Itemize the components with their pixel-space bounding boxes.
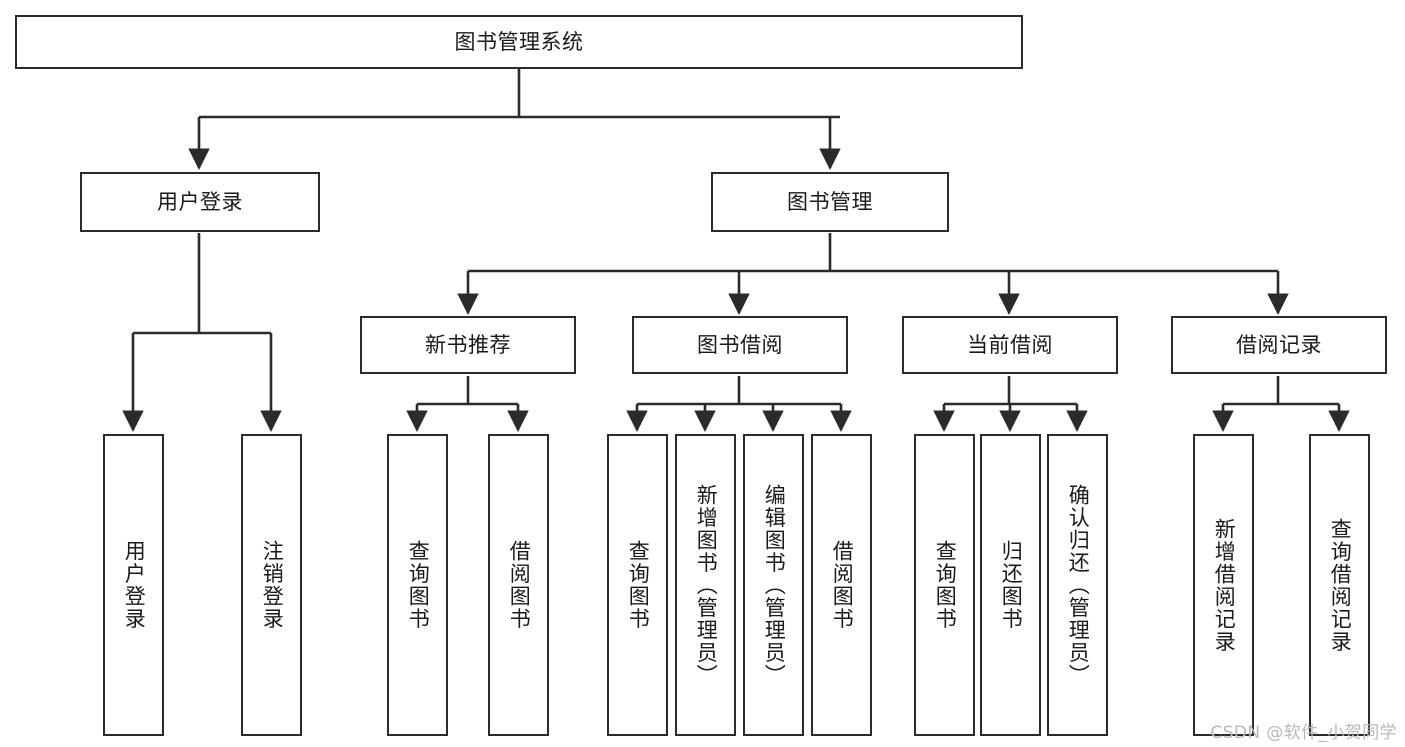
node-new-book-recommend-label: 新书推荐 (425, 332, 511, 357)
node-leaf-borrow-book-1-label: 借阅图书 (507, 540, 532, 630)
node-leaf-logout-login-label: 注销登录 (260, 540, 285, 630)
node-leaf-query-book-3-label: 查询图书 (933, 540, 958, 630)
node-user-login[interactable]: 用户登录 (80, 172, 320, 232)
node-leaf-edit-book-label: 编辑图书（管理员） (762, 483, 787, 687)
node-leaf-query-record[interactable]: 查询借阅记录 (1309, 434, 1370, 736)
node-leaf-return-book[interactable]: 归还图书 (980, 434, 1041, 736)
node-leaf-borrow-book-2[interactable]: 借阅图书 (811, 434, 872, 736)
node-leaf-confirm-return-label: 确认归还（管理员） (1066, 483, 1091, 687)
node-leaf-edit-book[interactable]: 编辑图书（管理员） (743, 434, 804, 736)
node-book-borrow-label: 图书借阅 (697, 332, 783, 357)
node-root-label: 图书管理系统 (454, 29, 584, 54)
node-current-borrow-label: 当前借阅 (967, 332, 1053, 357)
node-leaf-query-record-label: 查询借阅记录 (1328, 517, 1353, 653)
node-leaf-confirm-return[interactable]: 确认归还（管理员） (1047, 434, 1108, 736)
node-leaf-add-record-label: 新增借阅记录 (1212, 517, 1237, 653)
node-leaf-borrow-book-1[interactable]: 借阅图书 (488, 434, 549, 736)
node-leaf-query-book-1-label: 查询图书 (406, 540, 431, 630)
node-user-login-label: 用户登录 (157, 189, 243, 214)
node-leaf-query-book-2[interactable]: 查询图书 (607, 434, 668, 736)
node-borrow-record[interactable]: 借阅记录 (1171, 316, 1387, 374)
node-book-management[interactable]: 图书管理 (711, 172, 949, 232)
node-leaf-query-book-1[interactable]: 查询图书 (387, 434, 448, 736)
node-leaf-add-book-label: 新增图书（管理员） (694, 483, 719, 687)
node-leaf-add-book[interactable]: 新增图书（管理员） (675, 434, 736, 736)
node-borrow-record-label: 借阅记录 (1236, 332, 1322, 357)
node-leaf-return-book-label: 归还图书 (999, 540, 1024, 630)
node-book-borrow[interactable]: 图书借阅 (632, 316, 848, 374)
watermark: CSDN @软件_小贺同学 (1210, 723, 1397, 743)
node-leaf-query-book-2-label: 查询图书 (626, 540, 651, 630)
node-leaf-user-login-label: 用户登录 (122, 540, 147, 630)
node-leaf-borrow-book-2-label: 借阅图书 (830, 540, 855, 630)
node-leaf-query-book-3[interactable]: 查询图书 (914, 434, 975, 736)
node-leaf-logout-login[interactable]: 注销登录 (241, 434, 302, 736)
node-leaf-add-record[interactable]: 新增借阅记录 (1193, 434, 1254, 736)
node-leaf-user-login[interactable]: 用户登录 (103, 434, 164, 736)
node-book-management-label: 图书管理 (787, 189, 873, 214)
node-root[interactable]: 图书管理系统 (15, 15, 1023, 69)
node-new-book-recommend[interactable]: 新书推荐 (360, 316, 576, 374)
node-current-borrow[interactable]: 当前借阅 (902, 316, 1118, 374)
